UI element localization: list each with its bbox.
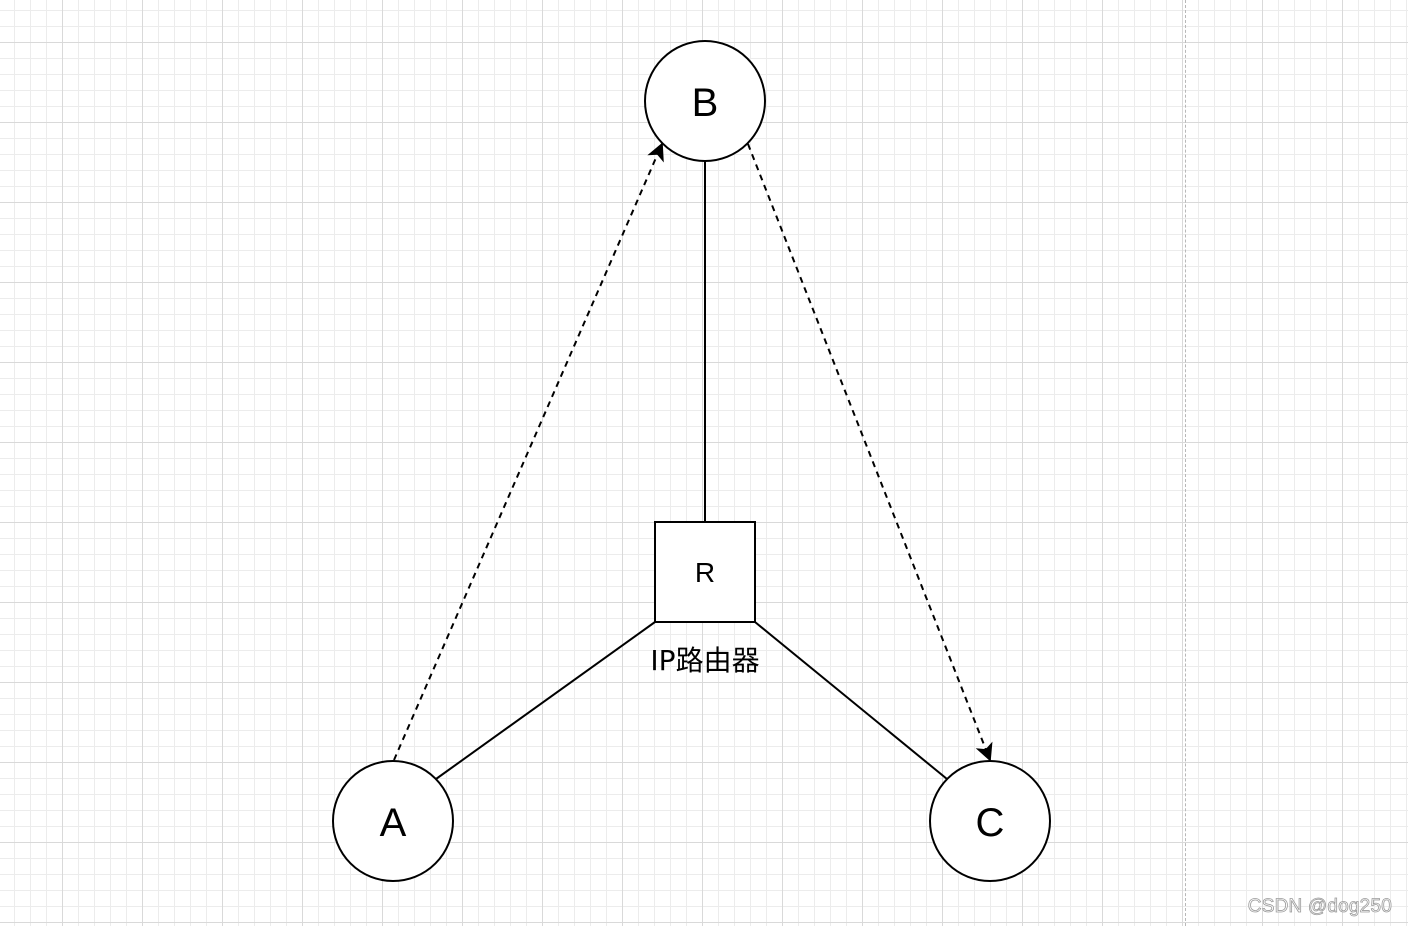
node-a-circle	[332, 760, 454, 882]
node-a-label: A	[380, 801, 407, 845]
node-c-label: C	[976, 801, 1005, 845]
router-box	[654, 521, 756, 623]
node-a[interactable]: A	[332, 760, 454, 882]
router-label: R	[695, 557, 715, 588]
page-break-line	[1185, 0, 1186, 926]
node-c-circle	[929, 760, 1051, 882]
dashed-arrow-a-to-b[interactable]	[393, 142, 664, 761]
node-b-circle	[644, 40, 766, 162]
node-b-label: B	[692, 81, 719, 125]
dashed-arrow-b-to-c[interactable]	[747, 143, 993, 762]
link-a-router[interactable]	[435, 621, 656, 780]
watermark: CSDN @dog250	[1247, 896, 1392, 918]
node-c[interactable]: C	[929, 760, 1051, 882]
node-b[interactable]: B	[644, 40, 766, 162]
router-node[interactable]: R	[654, 521, 756, 623]
link-router-c[interactable]	[754, 621, 948, 780]
router-caption: IP路由器	[650, 644, 759, 677]
